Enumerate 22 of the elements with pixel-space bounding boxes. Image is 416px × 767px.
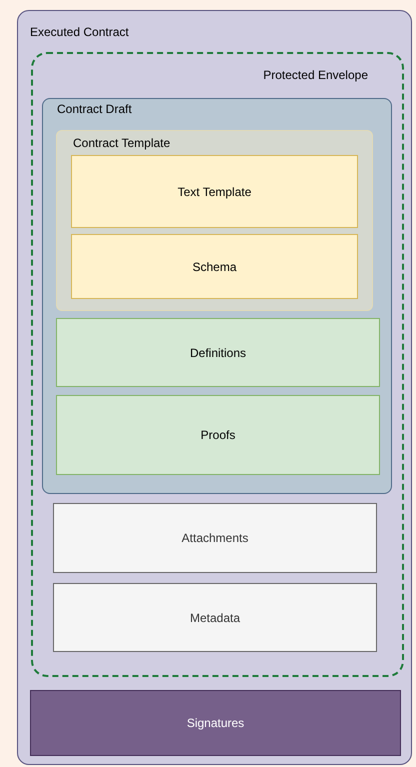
outer-container xyxy=(17,10,412,765)
node-label: Executed Contract xyxy=(30,24,129,41)
node-label: Attachments xyxy=(182,530,248,547)
node-label: Signatures xyxy=(186,715,244,732)
component-box xyxy=(71,155,358,228)
node-label: Metadata xyxy=(190,610,240,626)
component-box xyxy=(56,395,380,475)
component-box xyxy=(56,318,380,387)
component-box xyxy=(71,234,358,299)
container-box xyxy=(42,98,392,494)
node-label: Definitions xyxy=(190,344,246,362)
signature-bar xyxy=(30,690,401,756)
component-box xyxy=(53,503,377,573)
node-label: Proofs xyxy=(200,427,236,444)
node-label: Schema xyxy=(192,258,237,276)
node-label: Protected Envelope xyxy=(263,67,368,84)
component-box xyxy=(53,583,377,652)
dashed-boundary xyxy=(31,52,404,677)
node-label: Contract Template xyxy=(73,135,170,152)
container-box xyxy=(56,130,373,311)
node-label: Text Template xyxy=(178,184,252,200)
node-label: Contract Draft xyxy=(57,101,132,118)
